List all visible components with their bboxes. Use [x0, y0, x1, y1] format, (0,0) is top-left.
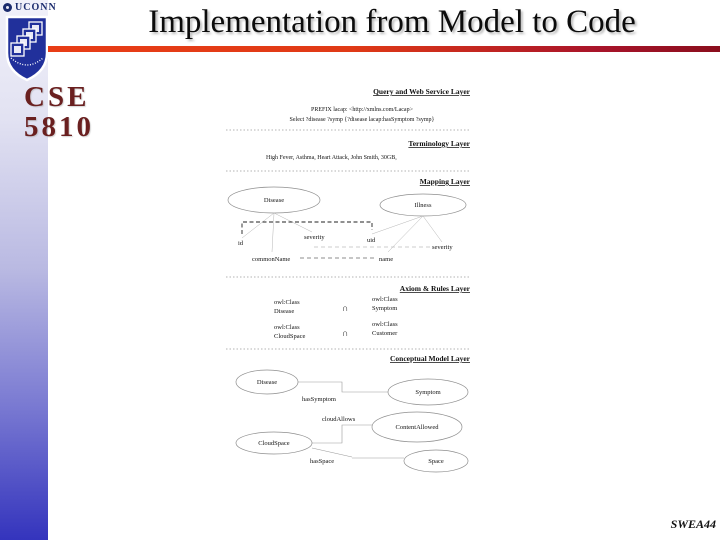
- conceptual-space-label: Space: [428, 458, 444, 465]
- hasspace-relation-label: hasSpace: [310, 458, 334, 465]
- intersection-operator-icon: ∩: [342, 328, 349, 338]
- axiom-layer-header: Axiom & Rules Layer: [400, 284, 471, 293]
- attr-id-label: id: [238, 240, 244, 247]
- terminology-layer-header: Terminology Layer: [408, 139, 470, 148]
- conceptual-disease-label: Disease: [257, 379, 277, 386]
- axiom2-right-name: Customer: [372, 330, 398, 337]
- attribute-connector-lines: [241, 212, 443, 253]
- conceptual-connector-lines: [298, 381, 404, 459]
- disease-entity-label: Disease: [264, 197, 284, 204]
- layered-ontology-diagram: Query and Web Service Layer PREFIX lacap…: [226, 87, 471, 473]
- title-underline-rule: [48, 46, 720, 52]
- axiom1-right-name: Symptom: [372, 305, 397, 312]
- sparql-prefix-line: PREFIX lacap: <http://xmlns.com/Lacap>: [311, 107, 414, 113]
- conceptual-space-ellipse: [403, 449, 469, 473]
- course-code: CSE 5810: [24, 82, 94, 143]
- axiom2-left-name: CloudSpace: [274, 333, 306, 340]
- course-code-line1: CSE: [24, 81, 90, 113]
- mapping-layer-header: Mapping Layer: [420, 177, 471, 186]
- attr-severity-right-label: severity: [432, 244, 453, 251]
- attribute-mapping-dashed-lines: [241, 221, 432, 259]
- sparql-select-line: Select ?disease ?symp {?disease lacap:ha…: [290, 117, 435, 123]
- conceptual-contentallowed-ellipse: [371, 411, 463, 443]
- attr-severity-left-label: severity: [304, 234, 325, 241]
- conceptual-symptom-ellipse: [387, 378, 469, 406]
- attr-commonname-label: commonName: [252, 256, 290, 263]
- slide-title: Implementation from Model to Code: [148, 4, 636, 40]
- uconn-crest-icon: [3, 3, 12, 12]
- illness-entity-label: Illness: [415, 202, 432, 209]
- sidebar-gradient-strip: [0, 0, 48, 540]
- axiom1-right-class: owl:Class: [372, 296, 398, 303]
- shield-motto-arc: [10, 57, 44, 66]
- axiom-row-2: owl:Class CloudSpace ∩ owl:Class Custome…: [274, 321, 398, 340]
- axiom-row-1: owl:Class Disease ∩ owl:Class Symptom: [274, 296, 398, 315]
- axiom2-right-class: owl:Class: [372, 321, 398, 328]
- terminology-terms: High Fever, Asthma, Heart Attack, John S…: [266, 155, 397, 161]
- conceptual-disease-ellipse: [235, 369, 299, 395]
- attr-name-label: name: [379, 256, 393, 263]
- course-code-line2: 5810: [24, 111, 94, 144]
- computer-monitors-icon: [10, 21, 43, 57]
- axiom2-left-class: owl:Class: [274, 324, 300, 331]
- conceptual-contentallowed-label: ContentAllowed: [396, 424, 440, 431]
- layer-separators: [226, 129, 470, 350]
- conceptual-symptom-label: Symptom: [415, 389, 440, 396]
- query-layer-header: Query and Web Service Layer: [373, 87, 471, 96]
- uconn-wordmark-label: UCONN: [15, 2, 57, 13]
- slide-footer: SWEA44: [670, 517, 716, 531]
- axiom1-left-class: owl:Class: [274, 299, 300, 306]
- conceptual-cloudspace-label: CloudSpace: [258, 440, 290, 447]
- uconn-shield-logo: [5, 15, 49, 82]
- attr-uid-label: uid: [367, 237, 376, 244]
- intersection-operator-icon: ∩: [342, 303, 349, 313]
- cloudallows-relation-label: cloudAllows: [322, 416, 356, 423]
- conceptual-layer-header: Conceptual Model Layer: [390, 354, 471, 363]
- uconn-wordmark: UCONN: [3, 2, 57, 13]
- hassymptom-relation-label: hasSymptom: [302, 396, 336, 403]
- conceptual-cloudspace-ellipse: [235, 431, 313, 455]
- axiom1-left-name: Disease: [274, 308, 294, 315]
